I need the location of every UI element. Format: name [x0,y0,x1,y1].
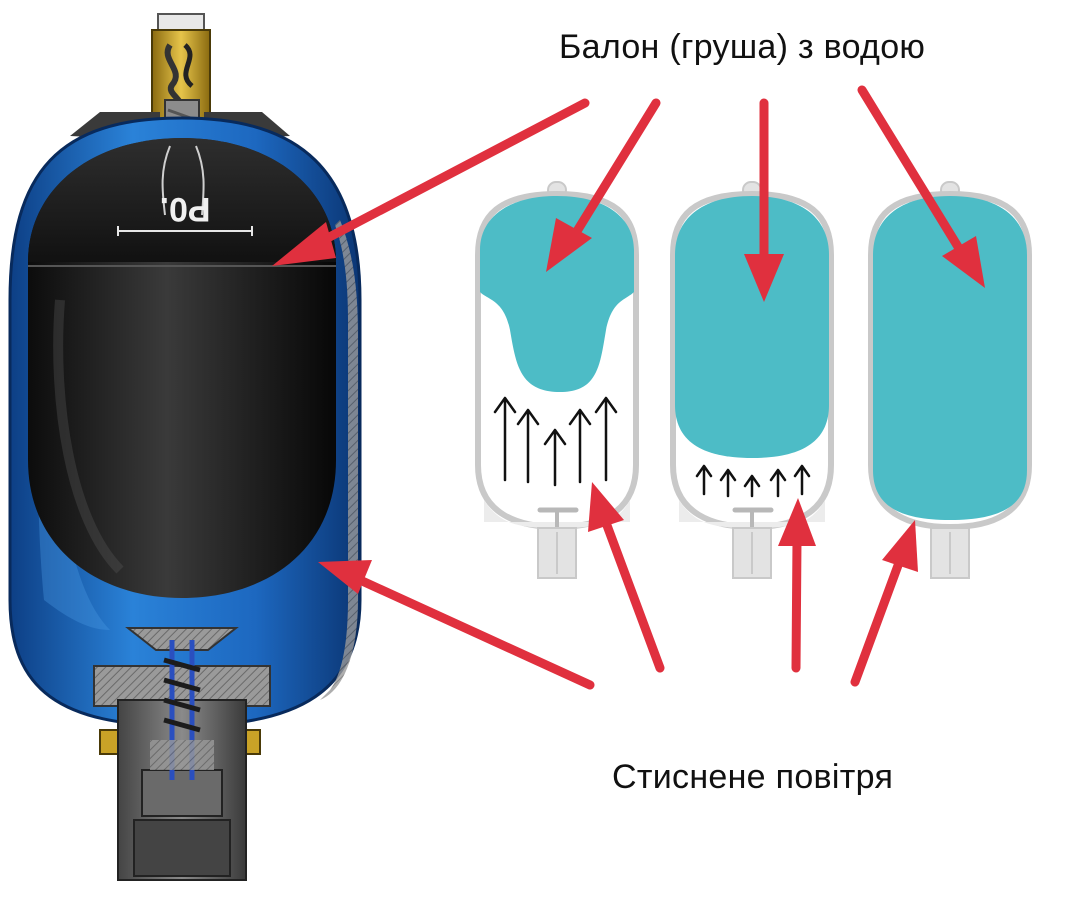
bladder-marking: P0. [117,190,253,236]
marking-text: P0. [159,190,210,228]
stage-full-water [868,181,1032,579]
arrow-to-stage2-air [778,498,816,673]
accumulator-cutaway: P0. [8,13,362,881]
label-compressed-air: Стиснене повітря [612,758,894,796]
stage-medium-water [670,181,834,579]
arrow-to-stage3-air [850,520,918,687]
arrow-to-main-bladder [272,98,590,266]
arrow-to-stage3-water [857,85,985,288]
water-bladder [873,196,1027,520]
arrow-to-stage1-water [546,98,661,272]
air-pressure-arrows [695,464,811,498]
label-water-bladder: Балон (груша) з водою [559,28,926,66]
stage-low-water [475,181,639,579]
air-pressure-arrows [493,396,618,487]
arrow-to-stage1-air [588,482,665,673]
red-pointer-arrows [272,85,985,690]
arrow-to-main-air [318,560,595,690]
water-bladder [480,196,634,392]
water-bladder [675,196,829,458]
fluid-port [93,627,271,881]
arrow-to-stage2-water [744,98,784,302]
